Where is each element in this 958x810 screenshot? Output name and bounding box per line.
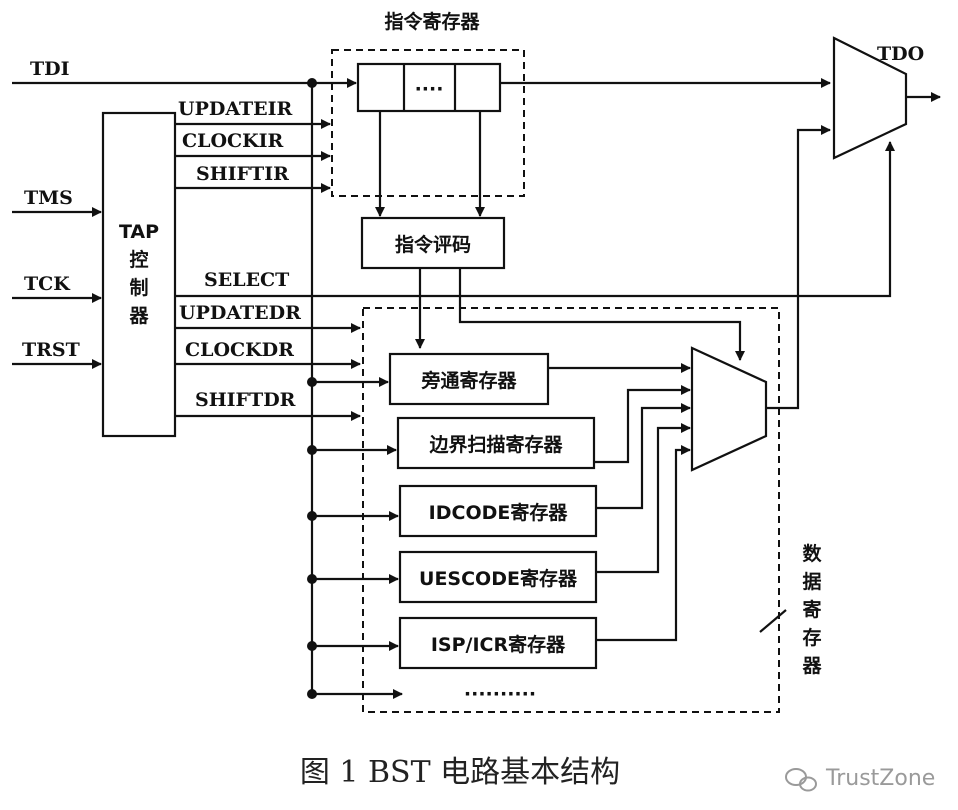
data-register-label-2: 据 [802,570,821,593]
tdo-output-mux [832,36,908,160]
boundary-scan-register-label: 边界扫描寄存器 [428,433,563,456]
clockir-label: CLOCKIR [182,130,284,152]
instruction-register-cells [356,62,502,113]
data-register-label-4: 存 [802,626,821,649]
wechat-icon [785,768,817,792]
tap-label-2: 控 [129,248,148,271]
updateir-label: UPDATEIR [178,98,293,120]
tms-label: TMS [24,187,73,209]
uescode-out-line [596,423,691,574]
tdo-label: TDO [877,43,924,65]
tap-label-4: 器 [128,305,149,327]
instruction-decoder-label: 指令评码 [395,233,471,256]
isp-icr-register-block [398,616,598,670]
select-label: SELECT [204,269,289,291]
uescode-register-block [398,550,598,604]
clockdr-label: CLOCKDR [185,339,294,361]
dr-mux-to-tdo-line [766,125,831,410]
instruction-decoder-block [360,216,506,270]
data-register-pointer [759,609,787,633]
data-register-label-5: 器 [801,655,822,677]
select-line [175,141,895,298]
bypass-register-label: 旁通寄存器 [420,369,517,392]
shiftir-label: SHIFTIR [196,163,289,185]
tdi-junction [307,78,317,88]
uescode-register-label: UESCODE寄存器 [419,567,578,590]
ir-cell-dots: ···· [415,78,444,100]
instruction-register-title: 指令寄存器 [384,10,480,33]
tap-label-1: TAP [119,221,159,243]
trst-label: TRST [22,339,80,361]
instruction-register-group [331,49,525,197]
boundary-scan-register-block [396,416,596,470]
bypass-register-block [388,352,550,406]
data-register-group [362,307,780,713]
watermark-text: TrustZone [825,766,935,791]
idcode-register-label: IDCODE寄存器 [429,501,569,524]
tap-label-3: 制 [129,276,148,299]
figure-caption: 图 1 BST 电路基本结构 [300,755,620,790]
ispicr-out-line [596,445,691,642]
data-register-label-3: 寄 [802,598,821,621]
decoder-to-dr-mux-line [458,268,745,361]
tdi-label: TDI [30,58,70,80]
boundary-out-line [594,385,691,464]
data-register-label-1: 数 [802,542,822,565]
updatedr-label: UPDATEDR [179,302,301,324]
tck-label: TCK [24,273,71,295]
idcode-register-block [398,484,598,538]
data-register-mux [690,346,768,472]
isp-icr-register-label: ISP/ICR寄存器 [431,633,566,656]
shiftdr-label: SHIFTDR [195,389,296,411]
more-registers-dots: ·········· [464,683,536,705]
tap-controller-block [101,111,177,438]
idcode-out-line [596,403,691,510]
